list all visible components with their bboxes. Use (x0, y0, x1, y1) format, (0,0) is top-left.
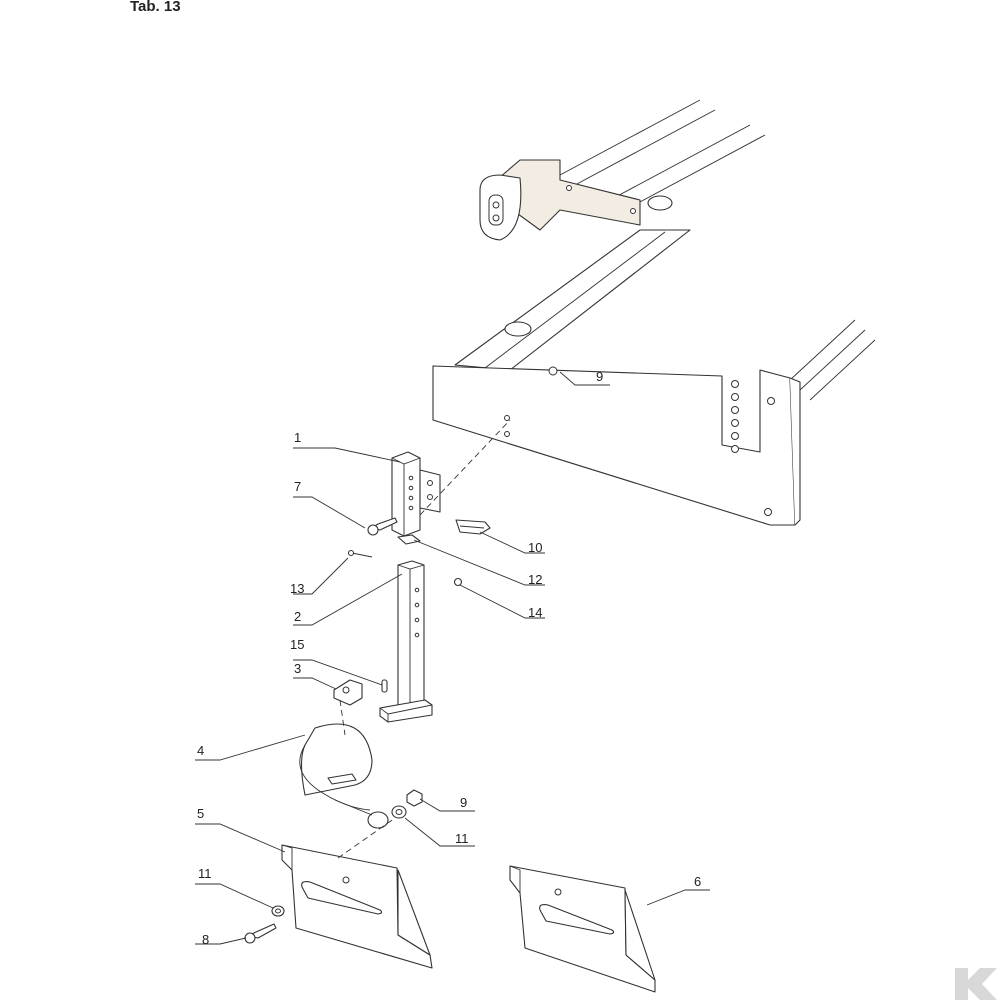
part-4-spring-tine (299, 723, 389, 829)
callout-4: 4 (197, 743, 204, 758)
part-8-bolt (244, 923, 277, 944)
part-10-clip (455, 519, 491, 535)
callout-15: 15 (290, 637, 304, 652)
callout-9-lower: 9 (460, 795, 467, 810)
callout-11-left: 11 (198, 866, 212, 881)
callout-7: 7 (294, 479, 301, 494)
callout-8: 8 (202, 932, 209, 947)
part-6-guard-right (509, 865, 656, 993)
part-12-plug (397, 534, 421, 545)
callout-10: 10 (528, 540, 542, 555)
callout-13: 13 (290, 581, 304, 596)
part-14-nut (453, 577, 463, 587)
part-9-nut-lower (406, 789, 423, 807)
part-3-clamp (333, 679, 363, 706)
part-1-bracket-tube (391, 451, 441, 537)
callout-11-right: 11 (455, 831, 469, 846)
main-frame (432, 99, 876, 526)
callout-9-upper: 9 (596, 369, 603, 384)
callout-6: 6 (694, 874, 701, 889)
callout-3: 3 (294, 661, 301, 676)
callout-2: 2 (294, 609, 301, 624)
part-5-guard-left (281, 844, 433, 969)
leader-lines (195, 371, 710, 945)
part-15-pin (381, 679, 388, 693)
part-11-washer (391, 805, 407, 819)
corner-logo-icon (955, 968, 997, 1000)
callout-14: 14 (528, 605, 542, 620)
part-13-pin (347, 549, 373, 558)
part-2-leg-post (379, 560, 433, 723)
page-title: Tab. 13 (130, 0, 181, 15)
callout-5: 5 (197, 806, 204, 821)
part-7-bolt (367, 517, 398, 536)
callout-1: 1 (294, 430, 301, 445)
callout-12: 12 (528, 572, 542, 587)
part-11-washer-lower (271, 905, 285, 917)
